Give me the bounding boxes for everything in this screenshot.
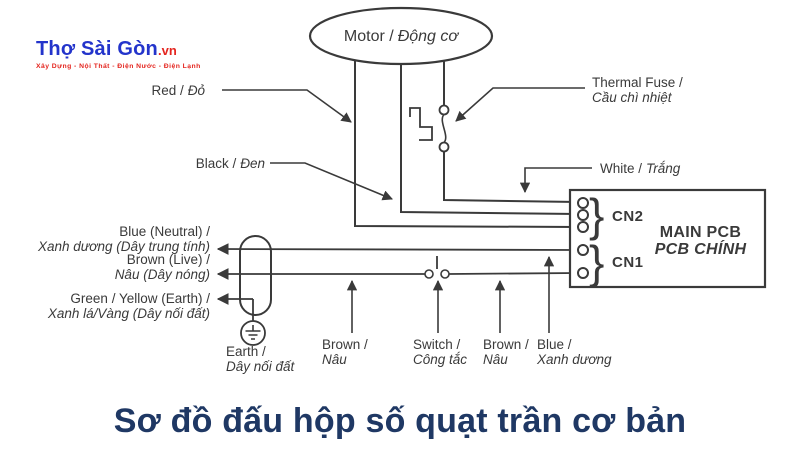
cn1-pin-1: [577, 244, 589, 256]
label-black: Black /Đen: [195, 156, 265, 171]
label-brown-live: Brown (Live) / Nâu (Dây nóng): [114, 252, 210, 282]
white-label-pointer: [519, 167, 592, 194]
label-thermal-fuse: Thermal Fuse / Cầu chì nhiệt: [592, 75, 683, 105]
earth-ground-glyph: [245, 325, 261, 340]
earth-ground-icon: [240, 320, 266, 346]
cn1-label: CN1: [612, 254, 644, 271]
black-label-pointer: [270, 162, 393, 201]
blue-neutral-wire: [216, 243, 579, 255]
logo-tagline: Xây Dựng - Nội Thất - Điện Nước - Điện L…: [36, 63, 201, 70]
pcb-name-en: MAIN PCB: [659, 224, 742, 241]
label-brown-1: Brown / Nâu: [322, 337, 368, 367]
cn2-label: CN2: [612, 208, 644, 225]
label-switch: Switch / Công tắc: [413, 337, 468, 367]
cn1-brace: }: [589, 236, 605, 288]
thermal-fuse-element: [441, 113, 447, 144]
red-label-pointer: [222, 89, 352, 123]
label-white: White /Trắng: [600, 161, 681, 176]
switch-terminal-left: [424, 269, 434, 279]
white-wire-lower: [443, 151, 579, 203]
black-wire: [400, 64, 579, 215]
cn2-pin-1: [577, 197, 589, 209]
page-title: Sơ đồ đấu hộp số quạt trần cơ bản: [113, 402, 687, 440]
label-earth: Earth / Dây nối đất: [226, 344, 295, 374]
logo-brand-text: Thợ Sài Gòn: [36, 38, 158, 60]
pcb-box: [568, 188, 767, 289]
label-green-yellow-earth: Green / Yellow (Earth) / Xanh lá/Vàng (D…: [47, 291, 210, 321]
power-cord-capsule: [239, 235, 272, 316]
red-wire: [354, 60, 579, 228]
label-blue-neutral: Blue (Neutral) / Xanh dương (Dây trung t…: [37, 224, 210, 254]
thermal-fuse-terminal-top: [438, 104, 450, 116]
switch-terminal-right: [440, 269, 450, 279]
motor-label: Motor /Động cơ: [343, 28, 459, 45]
logo-suffix-text: .vn: [157, 43, 177, 58]
thermal-fuse-terminal-bottom: [438, 141, 450, 153]
thermal-fuse-clip: [409, 107, 433, 141]
cn1-pin-2: [577, 267, 589, 279]
logo: Thợ Sài Gòn.vn Xây Dựng - Nội Thất - Điệ…: [36, 38, 201, 70]
cn2-pin-3: [577, 221, 589, 233]
label-brown-2: Brown / Nâu: [483, 337, 529, 367]
label-red: Red /Đỏ: [151, 83, 205, 98]
cn2-pin-2: [577, 209, 589, 221]
cn2-brace: }: [589, 189, 605, 241]
thermal-fuse-label-pointer: [455, 87, 585, 122]
label-blue: Blue / Xanh dương: [537, 337, 612, 367]
brown-live-wire-right: [448, 272, 579, 275]
pcb-name-vi: PCB CHÍNH: [654, 241, 747, 258]
